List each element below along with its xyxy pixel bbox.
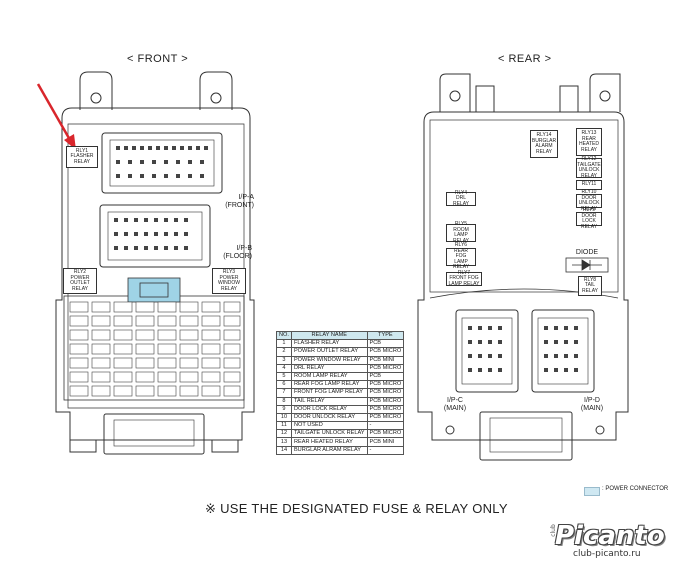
cell-relay-name: REAR FOG LAMP RELAY: [290, 380, 368, 390]
connector-label-ip-c: I/P-C (MAIN): [443, 397, 467, 412]
cell-no: 11: [276, 421, 292, 431]
relay-rly6: RLY6 REAR FOG LAMP RELAY: [446, 243, 476, 270]
cell-type: -: [366, 421, 405, 431]
cell-relay-name: TAIL RELAY: [290, 396, 368, 406]
cell-type: PCB MINI: [366, 437, 405, 447]
cell-no: 7: [276, 388, 292, 398]
connector-label-ip-a: I/P-A (FRONT): [225, 194, 254, 209]
relay-rly13: RLY13 REAR HEATED RELAY: [576, 128, 602, 156]
cell-type: PCB: [366, 339, 405, 349]
relay-rly8: RLY8 TAIL RELAY: [578, 276, 602, 296]
cell-no: 12: [276, 429, 292, 439]
notice-text: ※ USE THE DESIGNATED FUSE & RELAY ONLY: [205, 501, 508, 516]
diode-label: DIODE: [575, 249, 599, 256]
connector-pins-b: [114, 218, 188, 250]
cell-no: 8: [276, 396, 292, 406]
cell-relay-name: ROOM LAMP RELAY: [290, 371, 368, 382]
connector-label-ip-d: I/P-D (MAIN): [580, 397, 604, 412]
power-connector-swatch: [584, 487, 600, 496]
cell-type: PCB MICRO: [366, 347, 405, 357]
header-type: TYPE: [366, 330, 405, 341]
header-relay-name: RELAY NAME: [290, 330, 368, 341]
cell-relay-name: DOOR LOCK RELAY: [290, 404, 368, 414]
relay-rly2: RLY2 POWER OUTLET RELAY: [63, 268, 97, 294]
cell-relay-name: POWER WINDOW RELAY: [290, 355, 368, 365]
front-title: < FRONT >: [127, 53, 189, 65]
relay-rly14: RLY14 BURGLAR ALARM RELAY: [530, 130, 558, 158]
connector-label-ip-b: I/P-B (FLOOR): [223, 245, 252, 260]
cell-relay-name: FLASHER RELAY: [290, 339, 368, 349]
relay-rly9: RLY9 DOOR LOCK RELAY: [576, 207, 602, 229]
power-connector: [127, 277, 181, 303]
cell-no: 9: [276, 404, 292, 414]
cell-type: PCB MICRO: [366, 380, 405, 390]
cell-no: 2: [276, 347, 292, 357]
diode-icon: [565, 257, 609, 273]
connector-pins-a: [116, 146, 208, 178]
relay-rly7: RLY7 FRONT FOG LAMP RELAY: [446, 270, 482, 287]
cell-no: 14: [276, 445, 292, 455]
cell-relay-name: TAILGATE UNLOCK RELAY: [290, 429, 368, 439]
cell-relay-name: REAR HEATED RELAY: [290, 437, 368, 447]
relay-rly11: RLY11: [576, 180, 602, 190]
relay-rly5: RLY5 ROOM LAMP RELAY: [446, 221, 476, 243]
cell-no: 10: [276, 412, 292, 423]
relay-rly1: RLY1 FLASHER RELAY: [66, 146, 98, 168]
cell-relay-name: DOOR UNLOCK RELAY: [290, 412, 368, 423]
cell-type: PCB MICRO: [366, 404, 405, 414]
cell-no: 13: [276, 437, 292, 447]
cell-relay-name: POWER OUTLET RELAY: [290, 347, 368, 357]
connector-pins-c-d: [468, 326, 578, 372]
cell-relay-name: DRL RELAY: [290, 363, 368, 373]
cell-no: 1: [276, 339, 292, 349]
cell-type: -: [366, 445, 405, 455]
cell-no: 5: [276, 371, 292, 382]
cell-no: 4: [276, 363, 292, 373]
cell-type: PCB MICRO: [366, 412, 405, 423]
cell-relay-name: FRONT FOG LAMP RELAY: [290, 388, 368, 398]
cell-relay-name: NOT USED: [290, 421, 368, 431]
cell-type: PCB MICRO: [366, 396, 405, 406]
cell-no: 6: [276, 380, 292, 390]
relay-table-header: NO. RELAY NAME TYPE: [276, 330, 405, 341]
fuse-grid: [69, 301, 241, 397]
relay-rly10: RLY10 DOOR UNLOCK RELAY: [576, 189, 602, 211]
cell-type: PCB MICRO: [366, 429, 405, 439]
relay-rly4: RLY4 DRL RELAY: [446, 190, 476, 207]
watermark-logo: club Picanto club-picanto.ru: [550, 521, 665, 559]
front-box: [55, 71, 255, 455]
red-arrow-icon: [36, 83, 76, 150]
cell-type: PCB: [366, 371, 405, 382]
relay-rly12: RLY12 TAILGATE UNLOCK RELAY: [576, 156, 602, 179]
header-no: NO.: [276, 330, 292, 341]
watermark-title: Picanto: [555, 521, 665, 551]
watermark-url: club-picanto.ru: [573, 549, 641, 559]
relay-rly3: RLY3 POWER WINDOW RELAY: [212, 268, 246, 294]
cell-relay-name: BURGLAR ALRAM RELAY: [290, 445, 368, 455]
watermark-club: club: [549, 524, 557, 537]
cell-type: PCB MICRO: [366, 363, 405, 373]
rear-title: < REAR >: [498, 53, 552, 65]
legend-text: : POWER CONNECTOR: [602, 486, 669, 492]
cell-type: PCB MICRO: [366, 388, 405, 398]
cell-no: 3: [276, 355, 292, 365]
cell-type: PCB MINI: [366, 355, 405, 365]
